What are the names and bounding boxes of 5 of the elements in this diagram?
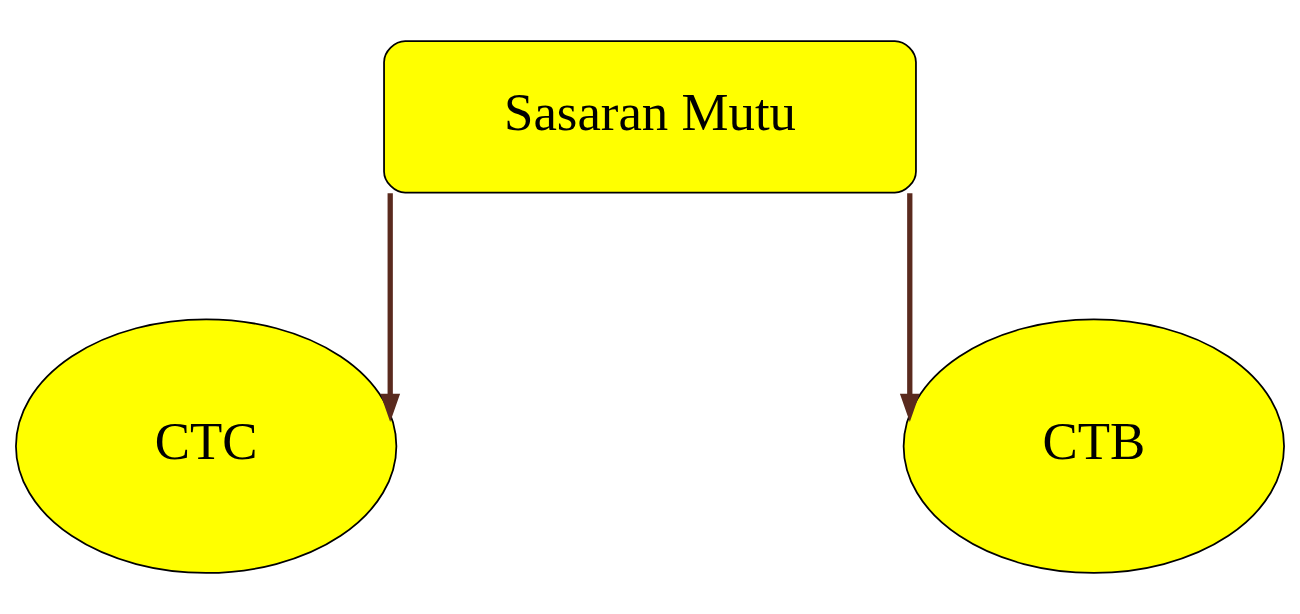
node-ellipse: CTB [902,318,1285,574]
arrow [380,193,401,422]
node-box: Sasaran Mutu [383,40,917,194]
node-ellipse: CTC [15,318,398,574]
arrow [899,193,920,422]
